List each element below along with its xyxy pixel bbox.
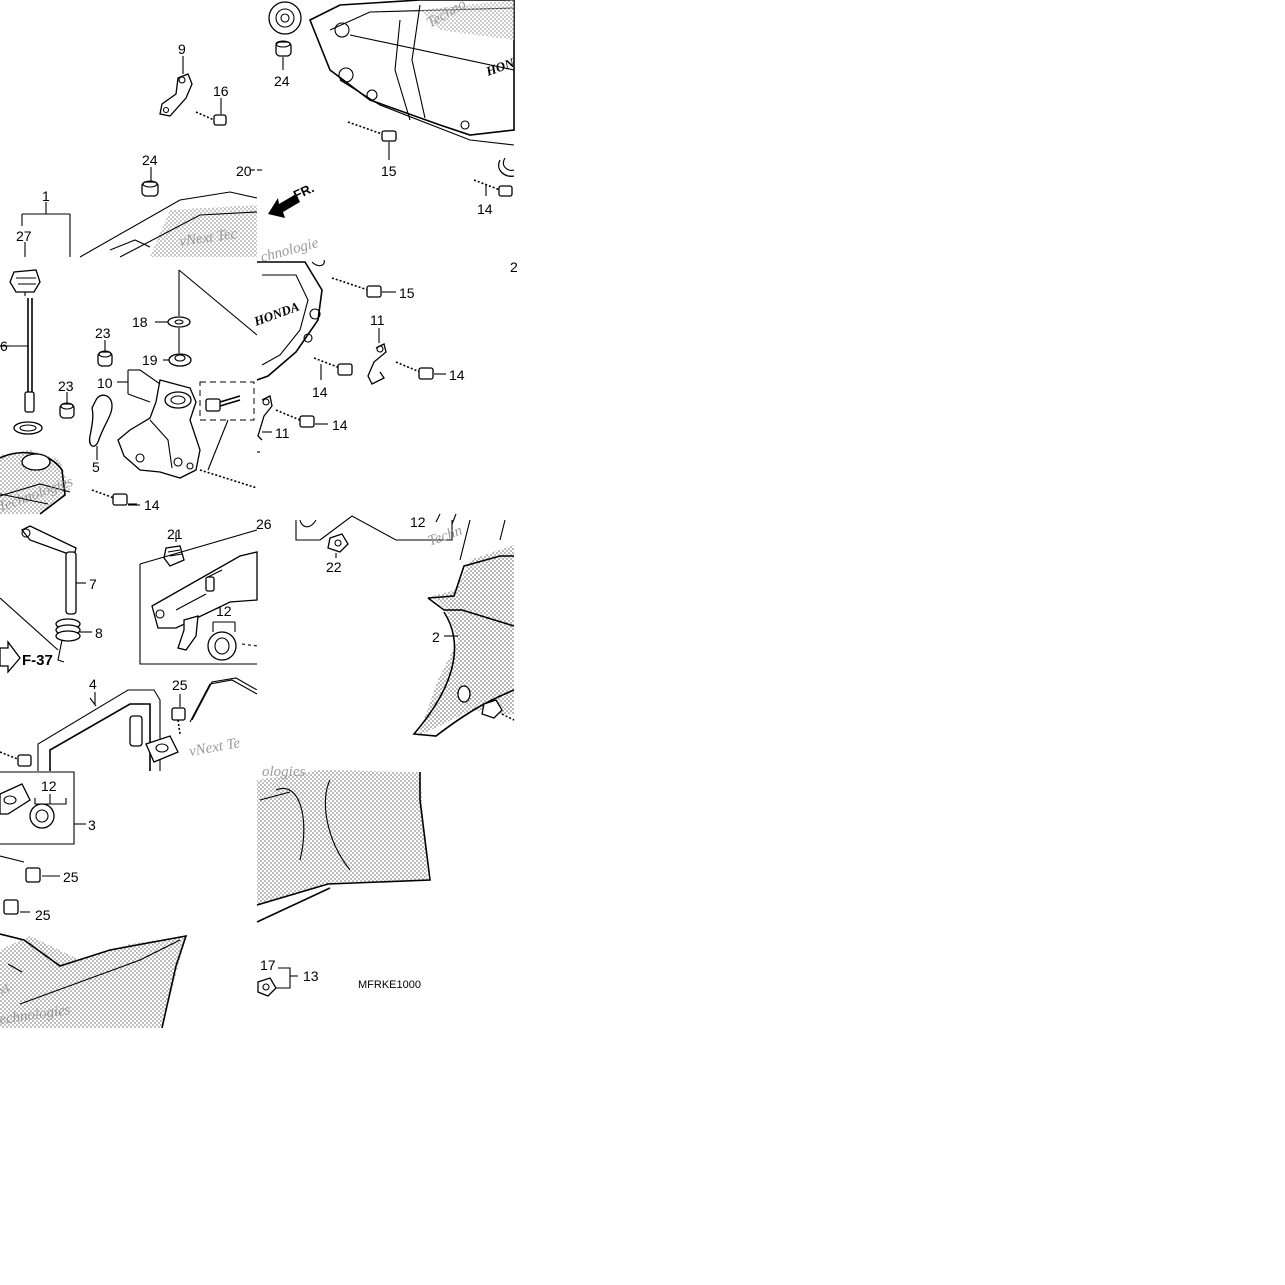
- seal-19: [163, 353, 192, 367]
- shift-arm-7: [20, 525, 86, 615]
- callout-8: 8: [95, 625, 103, 641]
- callout-4: 4: [89, 676, 97, 692]
- bolt-25-middle: [25, 867, 60, 883]
- callout-20: 20: [236, 163, 252, 179]
- callout-14-middle-c: 14: [332, 417, 348, 433]
- callout-12-box: 12: [216, 603, 232, 619]
- bolt-25-top: [171, 694, 186, 735]
- tile-lower-left: [0, 525, 258, 771]
- collar-23-bottom: [59, 392, 75, 419]
- front-direction-arrow: [268, 194, 300, 218]
- nut-right: [481, 699, 515, 721]
- callout-13: 13: [303, 968, 319, 984]
- dipstick-6: [9, 269, 41, 413]
- callout-27: 27: [16, 228, 32, 244]
- bolt-25-bottom: [3, 899, 30, 915]
- diagram-code: MFRKE1000: [358, 979, 421, 991]
- bracket-9: [159, 73, 193, 117]
- tile-middle-middle: [256, 258, 446, 453]
- callout-12-shield: 12: [410, 514, 426, 530]
- callout-7: 7: [89, 576, 97, 592]
- callout-16: 16: [213, 83, 229, 99]
- callout-25-bottom: 25: [35, 907, 51, 923]
- collar-24-left: [141, 167, 159, 197]
- tile-lower-middle: [295, 513, 515, 737]
- watermark-5: Techn: [426, 523, 465, 550]
- callout-2-shield: 2: [432, 629, 440, 645]
- callout-24-right: 24: [274, 73, 290, 89]
- callout-25-middle: 25: [63, 869, 79, 885]
- callout-14-left: 14: [144, 497, 160, 513]
- tile-bottom-middle: [256, 770, 431, 997]
- bolt-14-middle-b: [395, 361, 446, 380]
- nut-22: [327, 533, 349, 558]
- bolt-16: [195, 98, 227, 126]
- callout-1: 1: [42, 188, 50, 204]
- bolt-14-top: [473, 179, 513, 197]
- bearing: [268, 1, 302, 35]
- callout-3: 3: [88, 817, 96, 833]
- callout-14-middle-a: 14: [312, 384, 328, 400]
- callout-23-top: 23: [95, 325, 111, 341]
- tile-middle-left: [0, 269, 258, 515]
- callout-12-bracket: 12: [41, 778, 57, 794]
- callout-14-top: 14: [477, 201, 493, 217]
- bolt-lower-left: [0, 751, 32, 767]
- callout-11-lower: 11: [275, 425, 290, 441]
- bolt-15-top: [347, 121, 397, 160]
- bolt-15-middle: [331, 277, 396, 298]
- bolt-14-middle-a: [313, 357, 353, 380]
- collar-24-right: [275, 40, 292, 70]
- o-ring-5: [88, 394, 113, 460]
- callout-15-top: 15: [381, 163, 397, 179]
- housing-10: [117, 379, 201, 479]
- left-crankcase-cover: [308, 0, 515, 136]
- reference-arrow: [0, 640, 21, 674]
- callout-18: 18: [132, 314, 148, 330]
- callout-9: 9: [178, 41, 186, 57]
- callout-11-upper: 11: [370, 312, 385, 328]
- clip-11-lower: [257, 395, 273, 441]
- callout-19: 19: [142, 352, 158, 368]
- nut-17: [257, 967, 298, 997]
- callout-15-middle: 15: [399, 285, 415, 301]
- brand-mark-top: HON: [483, 55, 517, 80]
- callout-2-top: 2: [510, 259, 518, 275]
- clip-11-upper: [367, 328, 387, 385]
- bolt-14-middle-c: [275, 409, 328, 428]
- spring-8: [55, 618, 92, 663]
- tile-bottom-left: [0, 771, 188, 1029]
- front-direction-label: FR.: [291, 180, 316, 202]
- bracket-3: [0, 771, 86, 845]
- callout-24-left: 24: [142, 152, 158, 168]
- callout-17: 17: [260, 957, 276, 973]
- heat-shield-2: [412, 519, 515, 737]
- callout-21: 21: [167, 526, 183, 542]
- callout-10: 10: [97, 375, 113, 391]
- reference-page-label: F-37: [22, 652, 53, 669]
- collar-23-top: [97, 340, 113, 367]
- callout-23-bottom: 23: [58, 378, 74, 394]
- callout-26: 26: [256, 516, 272, 532]
- tile-top-left: [21, 56, 258, 258]
- watermark-7: ologies: [262, 764, 305, 780]
- bolt-14-left: [91, 489, 140, 506]
- callout-25-top: 25: [172, 677, 188, 693]
- leader-lines: [0, 345, 137, 505]
- sensor: [205, 395, 241, 412]
- callout-14-middle-b: 14: [449, 367, 465, 383]
- washer-18: [155, 316, 191, 328]
- callouts: 9 16 24 20 1 27 24 15 14 2 6 18 23 19 10…: [0, 41, 518, 984]
- tile-top-middle: [257, 0, 515, 218]
- callout-22: 22: [326, 559, 342, 575]
- callout-5: 5: [92, 459, 100, 475]
- grommet-12-box: [207, 621, 237, 661]
- clip-21: [163, 532, 185, 567]
- frame-4: [37, 689, 179, 771]
